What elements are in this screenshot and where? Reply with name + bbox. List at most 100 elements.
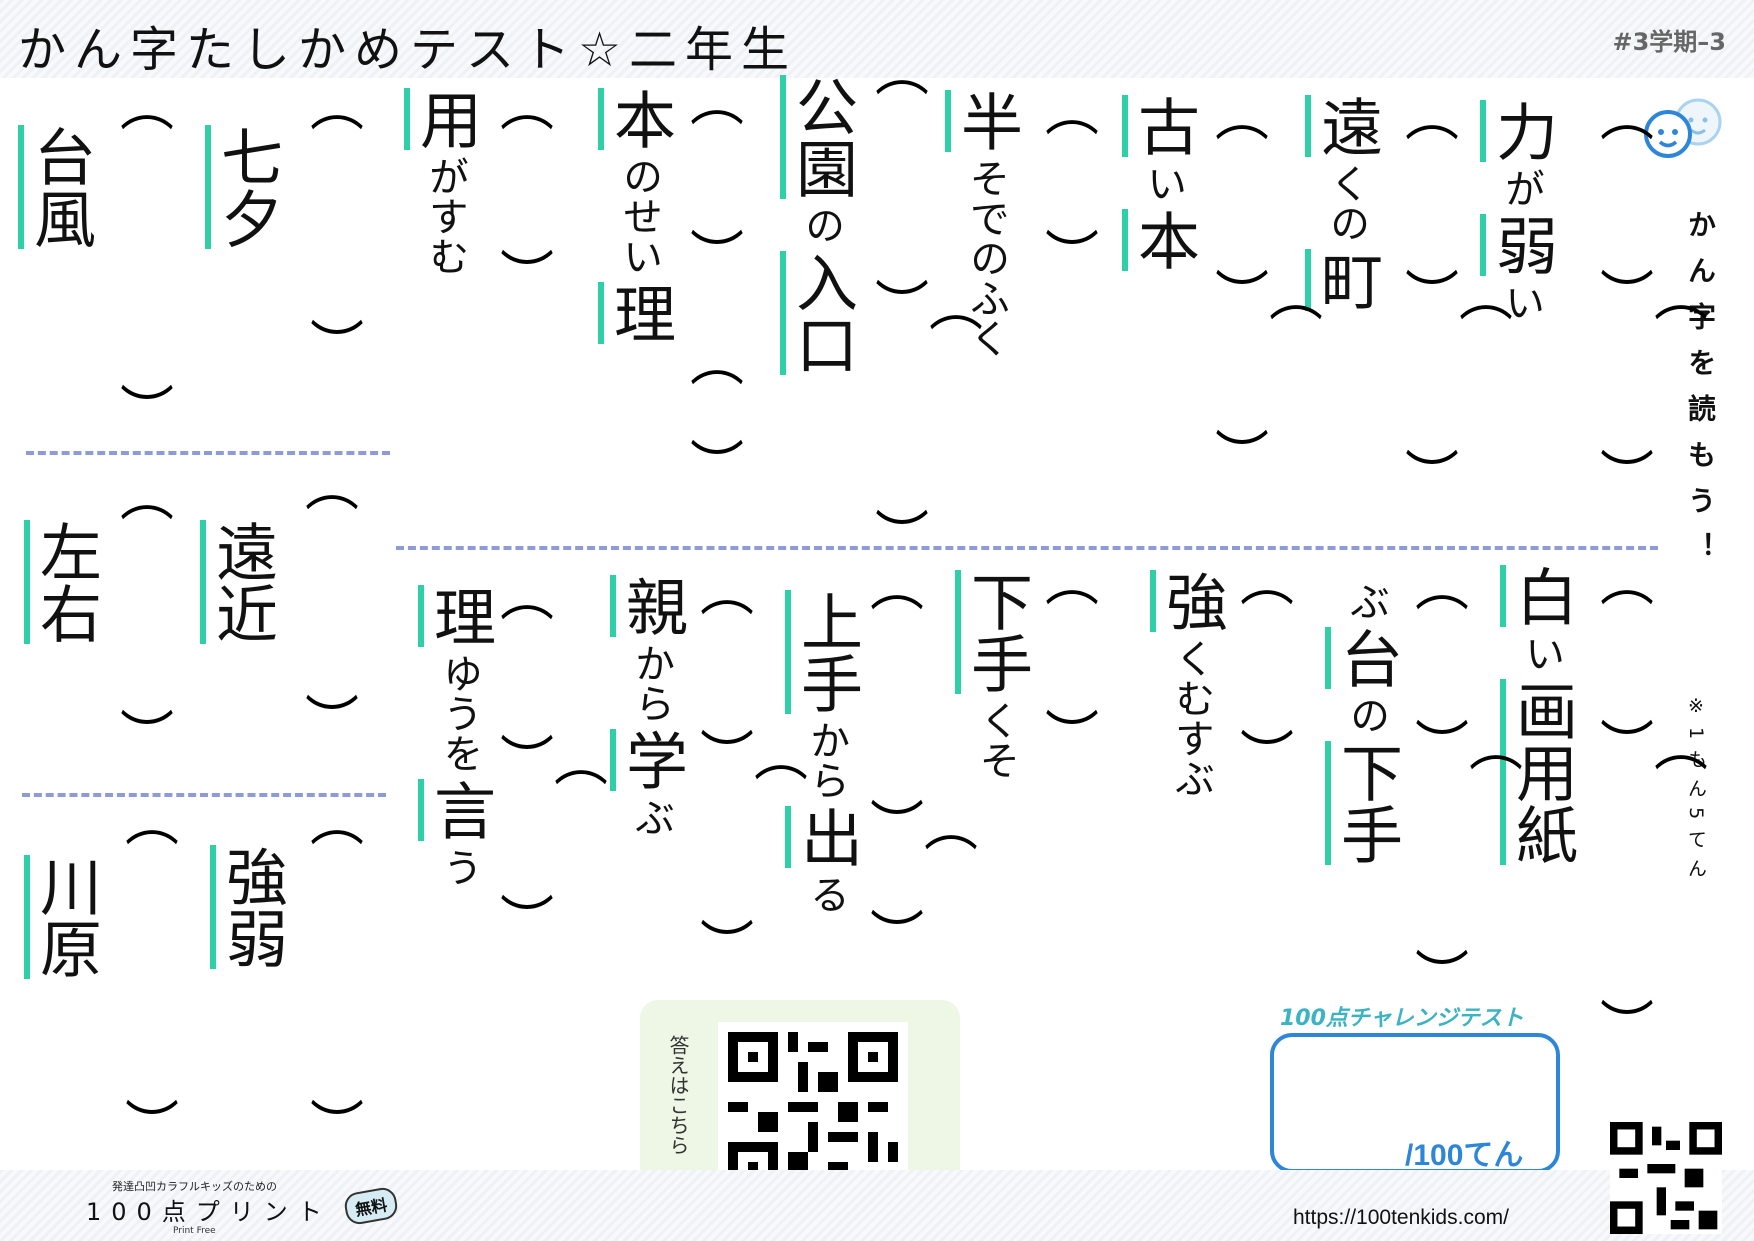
answer-slot[interactable]: ︵	[305, 455, 359, 518]
kanji-target: 台風	[18, 125, 96, 249]
answer-slot[interactable]: ︵	[120, 465, 174, 528]
instruction-note: ※1もん5てん	[1685, 695, 1707, 888]
answer-slot[interactable]: ︶	[700, 915, 754, 978]
question-5: 公園の入口	[780, 75, 858, 375]
answer-slot[interactable]: ︶︵	[870, 795, 978, 858]
answer-slot[interactable]: ︶	[120, 705, 174, 768]
kanji-target: 親	[610, 575, 688, 637]
okurigana: い	[1498, 282, 1544, 322]
answer-slot[interactable]: ︶	[500, 245, 554, 308]
kanji-target: 理	[598, 282, 676, 344]
answer-slot[interactable]: ︵	[875, 40, 929, 103]
score-text: /100てん	[1405, 1139, 1524, 1172]
okurigana: のせい	[616, 156, 662, 276]
answer-slot[interactable]: ︵	[120, 75, 174, 138]
brand-name: 100点プリント	[86, 1198, 332, 1226]
answer-slot[interactable]: ︵	[690, 70, 744, 133]
answer-slot[interactable]: ︵	[1045, 550, 1099, 613]
question-17: 遠近	[200, 520, 278, 644]
kanji-target: 遠	[1305, 95, 1383, 157]
answer-slot[interactable]: ︶︵	[1600, 715, 1708, 778]
okurigana: の	[798, 205, 844, 245]
kanji-target: 本	[1122, 209, 1200, 271]
kanji-target: 上手	[785, 590, 863, 714]
kanji-target: 言	[418, 779, 496, 841]
answer-slot[interactable]: ︵	[1215, 85, 1269, 148]
answer-slot[interactable]: ︶	[500, 890, 554, 953]
sheet-id: #3学期–3	[1612, 28, 1726, 56]
okurigana: い	[1140, 163, 1186, 203]
answer-slot[interactable]: ︶	[1240, 725, 1294, 788]
answer-slot[interactable]: ︶︵	[1415, 715, 1523, 778]
okurigana: ゆうを	[436, 653, 482, 773]
answer-slot[interactable]: ︶	[1405, 445, 1459, 508]
answer-slot[interactable]: ︵	[500, 565, 554, 628]
answer-slot[interactable]: ︶︵	[875, 275, 983, 338]
answer-slot[interactable]: ︶	[120, 380, 174, 443]
answer-slot[interactable]: ︶	[1045, 705, 1099, 768]
answer-slot[interactable]: ︵	[1600, 550, 1654, 613]
divider-left-1	[26, 451, 390, 455]
score-box[interactable]	[1270, 1033, 1560, 1173]
answer-slot[interactable]: ︶	[310, 1095, 364, 1158]
answer-slot[interactable]: ︶	[1600, 995, 1654, 1058]
divider-main	[396, 546, 1658, 550]
answer-slot[interactable]: ︶︵	[1600, 265, 1708, 328]
answer-slot[interactable]: ︶︵	[1405, 265, 1513, 328]
divider-left-2	[22, 793, 386, 797]
question-6: 本のせい理	[598, 88, 676, 344]
kanji-target: 遠近	[200, 520, 278, 644]
answer-slot[interactable]: ︶︵	[1215, 265, 1323, 328]
answer-slot[interactable]: ︶	[1215, 425, 1269, 488]
answer-slot[interactable]: ︵	[1405, 85, 1459, 148]
okurigana: ぶ	[628, 797, 674, 837]
kanji-target: 学	[610, 729, 688, 791]
question-8: 七夕	[205, 125, 283, 249]
kanji-target: 下手	[1325, 741, 1403, 865]
answer-slot[interactable]: ︵	[1045, 80, 1099, 143]
answer-slot[interactable]: ︶	[1415, 945, 1469, 1008]
answer-slot[interactable]: ︶︵	[700, 725, 808, 788]
answer-slot[interactable]: ︵	[1240, 550, 1294, 613]
answer-slot[interactable]: ︶	[1045, 225, 1099, 288]
question-1: 力が弱い	[1480, 100, 1558, 328]
question-14: 上手から出る	[785, 590, 863, 920]
answer-slot[interactable]: ︶	[690, 225, 744, 288]
answer-slot[interactable]: ︵	[690, 330, 744, 393]
question-10: 白い画用紙	[1500, 565, 1578, 865]
kanji-target: 川原	[24, 855, 102, 979]
instruction-title: かん字を読もう！	[1684, 210, 1717, 578]
okurigana: う	[436, 847, 482, 887]
okurigana: くむすぶ	[1168, 638, 1214, 798]
kanji-target: 入口	[780, 251, 858, 375]
answer-slot[interactable]: ︵	[310, 75, 364, 138]
answer-slot[interactable]: ︶	[875, 505, 929, 568]
answer-slot[interactable]: ︶	[305, 690, 359, 753]
question-11: ぶ台の下手	[1325, 575, 1403, 865]
kanji-target: 弱	[1480, 214, 1558, 276]
answer-slot[interactable]: ︵	[1415, 555, 1469, 618]
answer-slot[interactable]: ︵	[700, 560, 754, 623]
answer-slot[interactable]: ︵	[310, 790, 364, 853]
answer-slot[interactable]: ︶	[870, 905, 924, 968]
answer-slot[interactable]: ︵	[500, 75, 554, 138]
answer-slot[interactable]: ︵	[1600, 85, 1654, 148]
answer-slot[interactable]: ︵	[870, 555, 924, 618]
site-qr-code-icon[interactable]	[1610, 1122, 1722, 1234]
question-4: 半そでのふく	[945, 90, 1023, 364]
kanji-target: 出	[785, 806, 863, 868]
question-20: 川原	[24, 855, 102, 979]
answer-slot[interactable]: ︵	[125, 790, 179, 853]
answer-slot[interactable]: ︶	[690, 435, 744, 498]
kanji-target: 下手	[955, 570, 1033, 694]
answer-slot[interactable]: ︶	[125, 1095, 179, 1158]
okurigana: から	[628, 643, 674, 723]
answer-slot[interactable]: ︶︵	[500, 730, 608, 793]
okurigana: る	[803, 874, 849, 914]
answer-slot[interactable]: ︶	[310, 315, 364, 378]
kanji-target: 台	[1325, 627, 1403, 689]
answer-slot[interactable]: ︶	[1600, 445, 1654, 508]
kanji-target: 画用紙	[1500, 679, 1578, 865]
site-url[interactable]: https://100tenkids.com/	[1293, 1206, 1509, 1229]
kanji-target: 白	[1500, 565, 1578, 627]
